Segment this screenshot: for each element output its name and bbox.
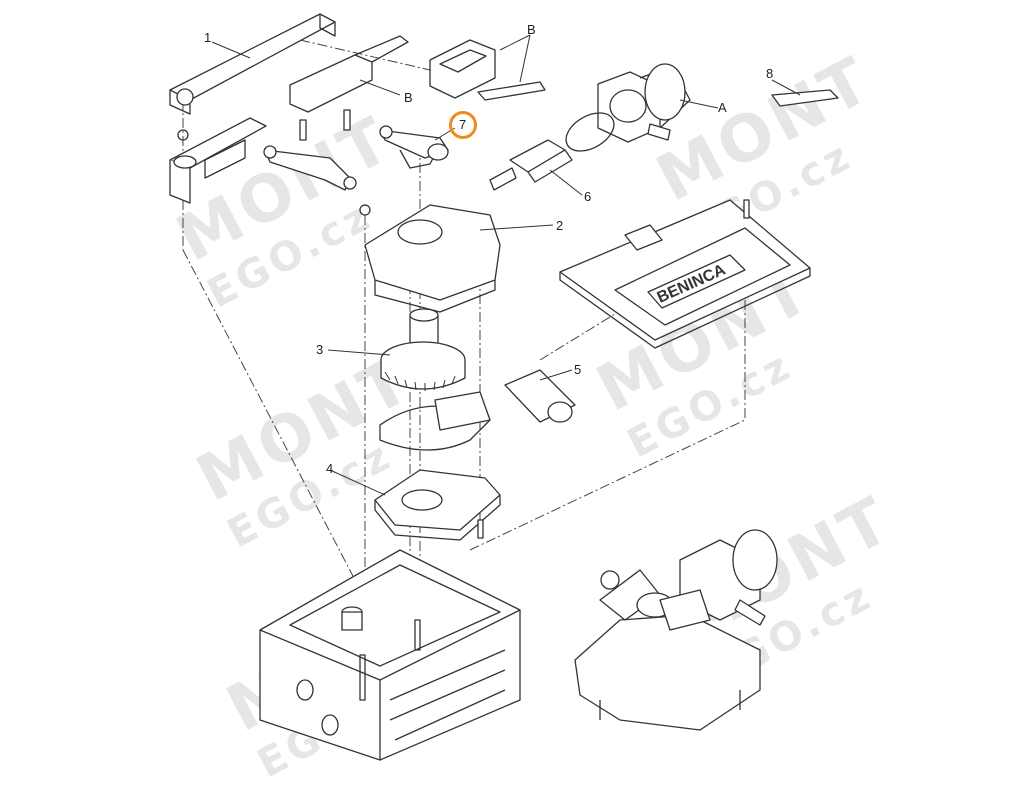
callout-7: 7 — [459, 117, 467, 132]
leader-lines — [211, 34, 801, 496]
callout-5: 5 — [574, 362, 582, 377]
housing-part-2 — [359, 204, 501, 313]
callout-3: 3 — [316, 342, 324, 357]
gear-part-3 — [380, 308, 466, 391]
gaskets — [379, 391, 491, 451]
callout-b1: B — [404, 90, 413, 105]
base-part-4 — [374, 469, 501, 541]
cover-plate: BENINCA — [559, 199, 811, 349]
lever-part-7 — [379, 125, 449, 169]
bracket-b-top — [429, 39, 546, 101]
assembled-view — [574, 529, 778, 731]
diagram-svg: BENINCA — [169, 13, 839, 761]
callout-b2: B — [527, 22, 536, 37]
arm-assembly — [169, 13, 409, 204]
highlight-ring — [449, 111, 477, 139]
callout-6: 6 — [584, 189, 592, 204]
rod-part-8 — [771, 89, 839, 107]
worm-part-5 — [504, 369, 576, 423]
callout-8: 8 — [766, 66, 774, 81]
callout-2: 2 — [556, 218, 564, 233]
motor-a — [597, 63, 691, 143]
shaft-part-6 — [489, 112, 615, 191]
foundation-box — [259, 549, 521, 761]
callout-4: 4 — [326, 461, 334, 476]
callout-1: 1 — [204, 30, 212, 45]
callout-a: A — [718, 100, 727, 115]
